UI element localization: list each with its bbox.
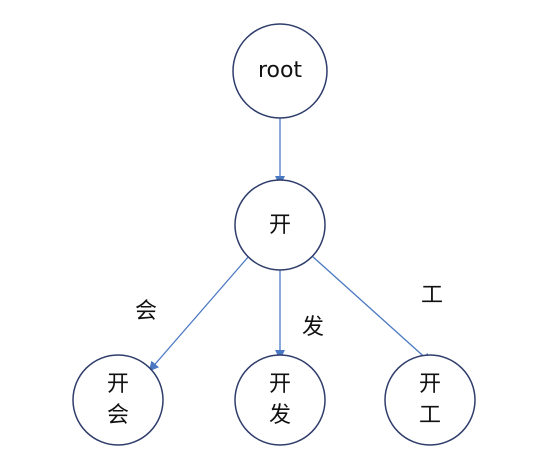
node-kaigong: 开 工 xyxy=(384,354,476,446)
node-kaifa-line1: 开 xyxy=(269,372,291,397)
node-kaigong-line1: 开 xyxy=(419,372,441,397)
node-kaihui: 开 会 xyxy=(72,354,164,446)
node-kaifa: 开 发 xyxy=(234,354,326,446)
edge-label-hui: 会 xyxy=(135,299,157,324)
node-kaigong-line2: 工 xyxy=(419,403,441,428)
node-kaihui-line2: 会 xyxy=(107,403,129,428)
node-kai: 开 xyxy=(234,179,326,271)
edge-kai-kaihui xyxy=(148,255,250,372)
edge-label-gong: 工 xyxy=(421,283,443,308)
edge-kai-kaigong xyxy=(311,255,432,364)
edge-label-fa: 发 xyxy=(302,315,324,340)
node-kaifa-line2: 发 xyxy=(269,403,291,428)
node-kai-label: 开 xyxy=(269,213,291,238)
node-root-label: root xyxy=(258,58,302,83)
node-root: root xyxy=(232,23,328,119)
node-kaihui-line1: 开 xyxy=(107,372,129,397)
